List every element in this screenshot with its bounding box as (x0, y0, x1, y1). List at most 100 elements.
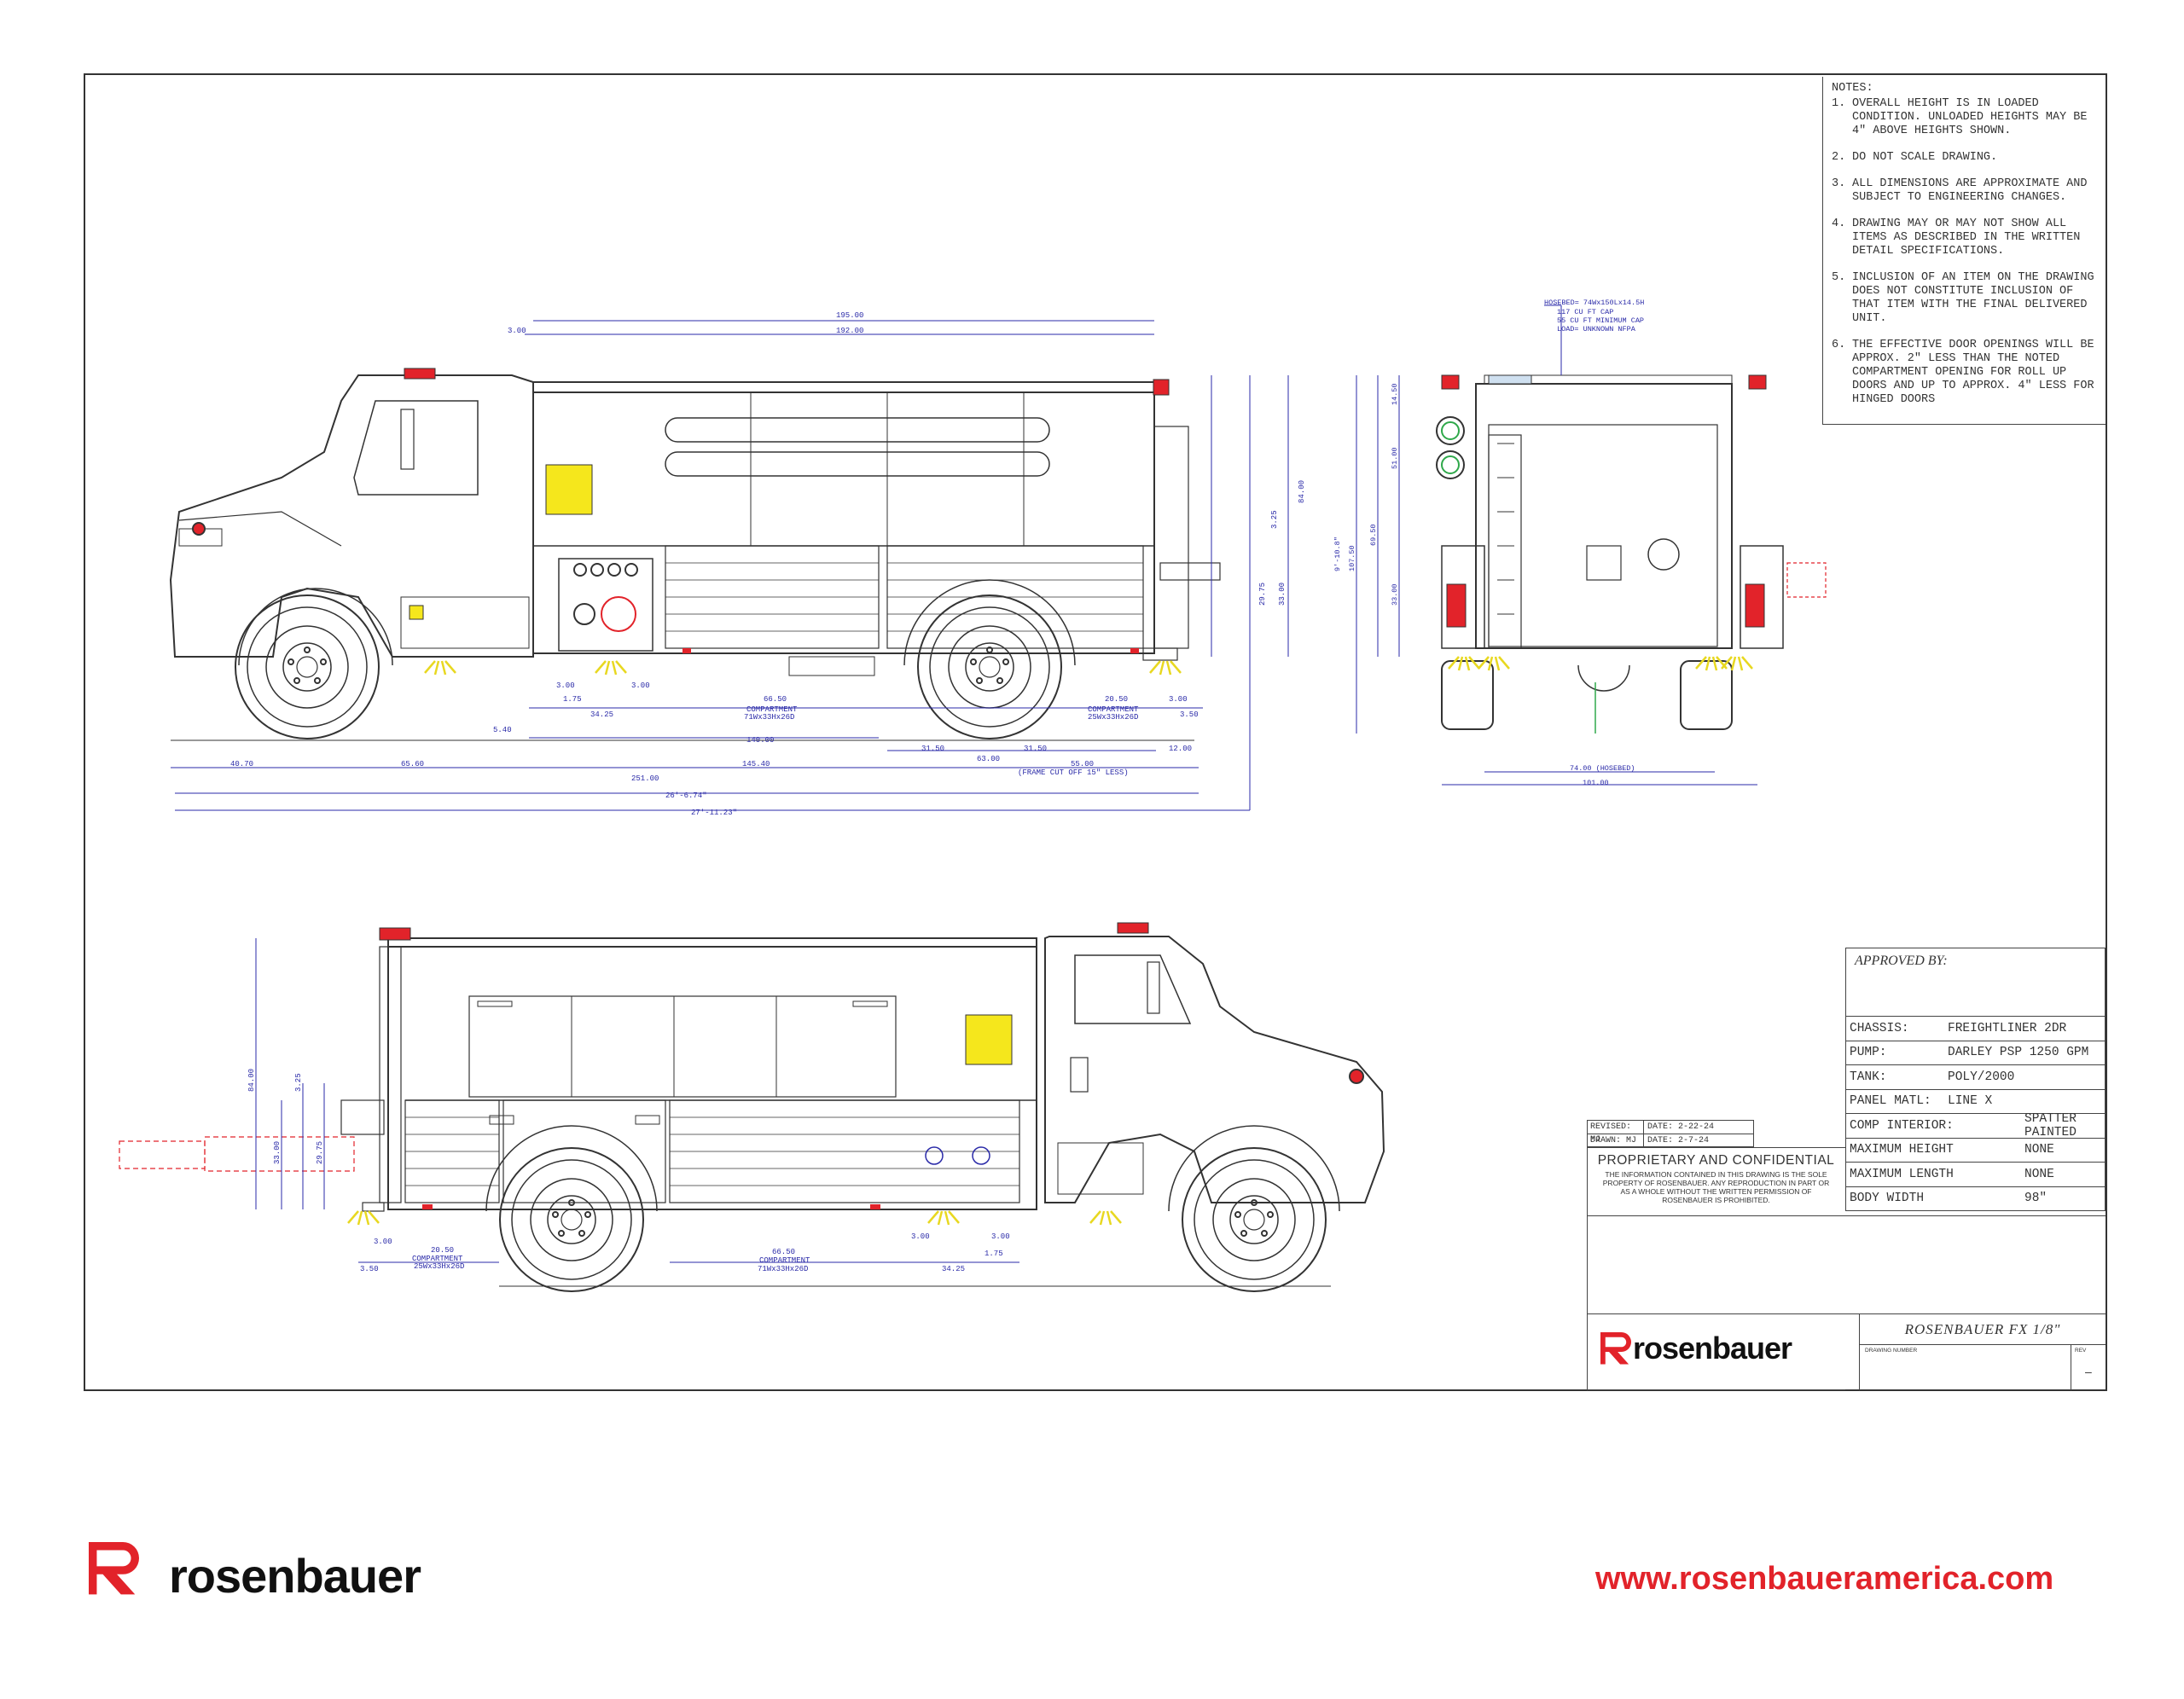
officer-side-view (119, 922, 1385, 1292)
approved-by-cell: APPROVED BY: (1845, 948, 2106, 1017)
svg-text:3.00: 3.00 (556, 681, 575, 690)
svg-text:34.25: 34.25 (590, 710, 613, 719)
title-block-frame (1587, 1147, 1845, 1390)
title-block-logo-cell (1587, 1313, 1860, 1390)
svg-text:66.50: 66.50 (772, 1248, 795, 1256)
website-link[interactable]: www.rosenbaueramerica.com (1595, 1561, 2054, 1597)
drawn-by: DRAWN: MJ (1588, 1134, 1644, 1147)
drawing-sheet (84, 73, 2107, 1391)
officer-side-dim-labels: 3.25 33.00 29.75 84.00 3.00 20.50 COMPAR… (247, 1069, 1010, 1273)
svg-text:63.00: 63.00 (977, 755, 1000, 763)
drawn-date: DATE: 2-7-24 (1647, 1136, 1710, 1145)
svg-text:195.00: 195.00 (836, 311, 863, 320)
rear-view-dimensions (1356, 304, 1757, 786)
rev-cell: REV (2075, 1348, 2087, 1354)
svg-text:25Wx33Hx26D: 25Wx33Hx26D (414, 1262, 464, 1271)
svg-text:14.50: 14.50 (1391, 383, 1399, 405)
svg-text:145.40: 145.40 (742, 760, 770, 768)
rear-view-dim-labels: HOSEBED= 74Wx150Lx14.5H 117 CU FT CAP 55… (1333, 299, 1644, 787)
svg-text:55.00: 55.00 (1071, 760, 1094, 768)
title-block-logo: rosenbauer (1633, 1331, 1792, 1366)
svg-text:27'-11.23": 27'-11.23" (691, 809, 737, 817)
svg-text:117 CU FT CAP: 117 CU FT CAP (1557, 308, 1613, 316)
spec-row: CHASSIS:FREIGHTLINER 2DR (1846, 1017, 2105, 1041)
svg-text:12.00: 12.00 (1169, 745, 1192, 753)
svg-text:3.00: 3.00 (1169, 695, 1188, 704)
note-item: 3.ALL DIMENSIONS ARE APPROXIMATE AND SUB… (1832, 177, 2088, 204)
svg-text:3.50: 3.50 (360, 1265, 379, 1273)
svg-text:55 CU FT MINIMUM CAP: 55 CU FT MINIMUM CAP (1557, 316, 1644, 325)
svg-text:34.25: 34.25 (942, 1265, 965, 1273)
note-item: 5.INCLUSION OF AN ITEM ON THE DRAWING DO… (1832, 271, 2094, 325)
svg-text:3.00: 3.00 (631, 681, 650, 690)
svg-text:74.00 (HOSEBED): 74.00 (HOSEBED) (1570, 764, 1635, 773)
note-item: 4.DRAWING MAY OR MAY NOT SHOW ALL ITEMS … (1832, 217, 2081, 258)
svg-text:1.75: 1.75 (985, 1250, 1003, 1258)
svg-text:107.50: 107.50 (1348, 545, 1356, 571)
drawing-title: ROSENBAUER FX 1/8" (1860, 1313, 2106, 1345)
svg-text:40.70: 40.70 (230, 760, 253, 768)
svg-text:33.00: 33.00 (1391, 583, 1399, 606)
spec-row: TANK:POLY/2000 (1846, 1065, 2105, 1090)
svg-text:3.00: 3.00 (911, 1232, 930, 1241)
svg-text:(FRAME CUT OFF 15" LESS): (FRAME CUT OFF 15" LESS) (1018, 768, 1129, 777)
driver-side-dim-labels: 195.00 192.00 3.00 3.00 1.75 34.25 3.00 … (230, 311, 1306, 817)
title-block-bottom (1587, 1313, 2106, 1390)
svg-text:33.00: 33.00 (1278, 583, 1287, 606)
svg-text:84.00: 84.00 (1298, 480, 1306, 503)
spec-table: CHASSIS:FREIGHTLINER 2DR PUMP:DARLEY PSP… (1845, 1017, 2106, 1211)
svg-text:192.00: 192.00 (836, 327, 863, 335)
svg-text:71Wx33Hx26D: 71Wx33Hx26D (744, 713, 794, 722)
svg-text:LOAD= UNKNOWN NFPA: LOAD= UNKNOWN NFPA (1557, 325, 1636, 333)
proprietary-body: THE INFORMATION CONTAINED IN THIS DRAWIN… (1602, 1170, 1830, 1204)
svg-text:20.50: 20.50 (431, 1246, 454, 1255)
svg-text:140.00: 140.00 (746, 736, 774, 745)
title-block-blank-cell (1587, 1215, 2106, 1313)
svg-text:3.25: 3.25 (1270, 510, 1279, 529)
svg-text:65.60: 65.60 (401, 760, 424, 768)
svg-text:COMPARTMENT: COMPARTMENT (412, 1255, 463, 1263)
rev-value: – (2085, 1365, 2092, 1378)
svg-text:84.00: 84.00 (247, 1069, 256, 1092)
svg-text:COMPARTMENT: COMPARTMENT (746, 705, 798, 714)
revised-by: REVISED: MJ (1588, 1121, 1644, 1145)
drawing-number-cell: DRAWING NUMBER (1860, 1345, 2071, 1390)
proprietary-title: PROPRIETARY AND CONFIDENTIAL (1597, 1153, 1835, 1168)
spec-row: PANEL MATL:LINE X (1846, 1090, 2105, 1114)
driver-side-view (169, 368, 1221, 741)
footer-logo-mark (89, 1542, 139, 1595)
proprietary-notice: PROPRIETARY AND CONFIDENTIAL THE INFORMA… (1587, 1151, 1845, 1204)
svg-text:251.00: 251.00 (631, 774, 659, 783)
svg-text:COMPARTMENT: COMPARTMENT (1088, 705, 1139, 714)
svg-text:71Wx33Hx26D: 71Wx33Hx26D (758, 1265, 808, 1273)
svg-text:26'-6.74": 26'-6.74" (665, 792, 707, 800)
svg-text:3.00: 3.00 (508, 327, 526, 335)
footer-logo: rosenbauer (169, 1549, 421, 1603)
svg-text:HOSEBED= 74Wx150Lx14.5H: HOSEBED= 74Wx150Lx14.5H (1544, 299, 1644, 307)
svg-text:3.00: 3.00 (991, 1232, 1010, 1241)
svg-text:20.50: 20.50 (1105, 695, 1128, 704)
svg-text:5.40: 5.40 (493, 726, 512, 734)
rear-view (1436, 374, 1827, 734)
svg-text:101.00: 101.00 (1583, 779, 1609, 787)
svg-text:3.00: 3.00 (374, 1238, 392, 1246)
notes-heading: NOTES: (1832, 82, 1873, 95)
officer-side-dimensions (255, 938, 1019, 1263)
svg-text:COMPARTMENT: COMPARTMENT (759, 1256, 810, 1265)
revised-date: DATE: 2-22-24 (1647, 1122, 1715, 1132)
svg-text:1.75: 1.75 (563, 695, 582, 704)
svg-text:29.75: 29.75 (316, 1141, 324, 1164)
svg-text:66.50: 66.50 (764, 695, 787, 704)
spec-row: PUMP:DARLEY PSP 1250 GPM (1846, 1041, 2105, 1065)
svg-text:31.50: 31.50 (1024, 745, 1047, 753)
svg-text:51.00: 51.00 (1391, 447, 1399, 469)
note-item: 1.OVERALL HEIGHT IS IN LOADED CONDITION.… (1832, 97, 2088, 137)
notes-panel: NOTES: 1.OVERALL HEIGHT IS IN LOADED CON… (1822, 77, 2106, 425)
note-item: 2.DO NOT SCALE DRAWING. (1832, 151, 1998, 164)
svg-text:9'-10.8": 9'-10.8" (1333, 536, 1342, 571)
svg-text:69.50: 69.50 (1369, 524, 1378, 546)
